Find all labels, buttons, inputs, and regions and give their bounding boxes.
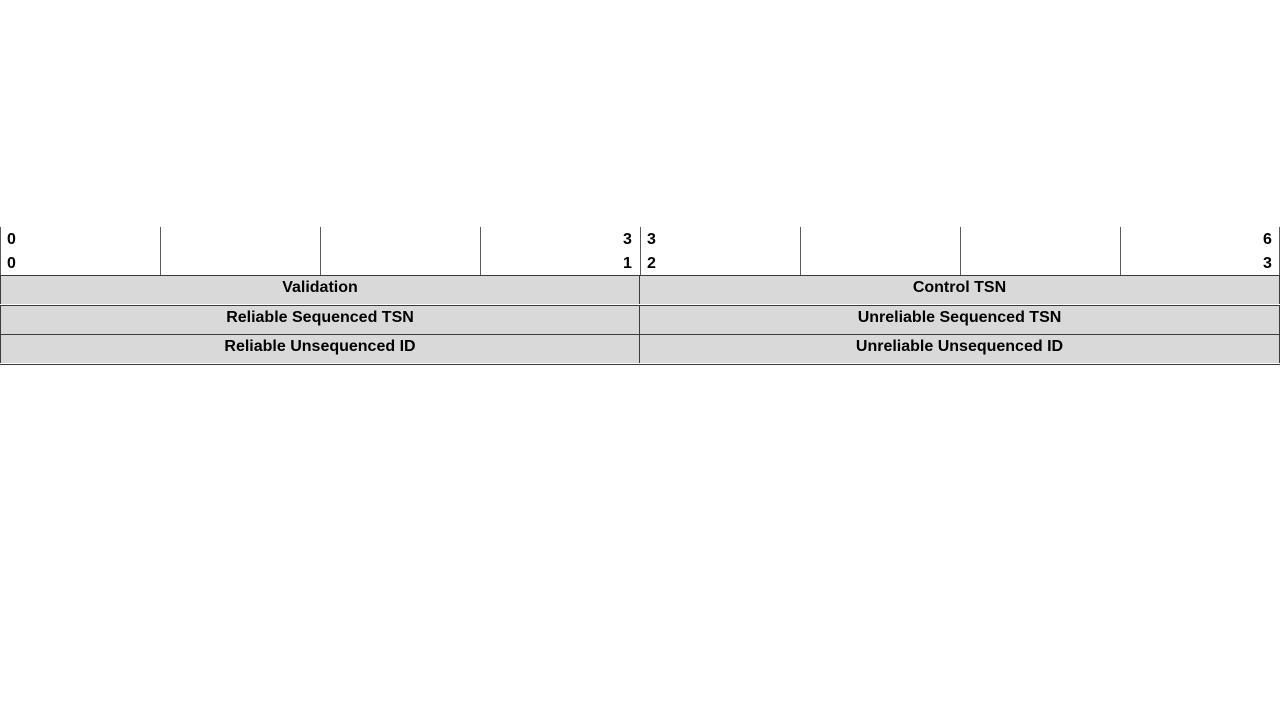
bit-number-63-tens: 6: [1263, 231, 1272, 248]
field-row-2: Reliable Sequenced TSN Unreliable Sequen…: [0, 305, 1280, 334]
ruler-tick: [320, 227, 321, 275]
field-row-1: Validation Control TSN: [0, 275, 1280, 304]
ruler-tick: [480, 227, 481, 275]
bit-number-32-tens: 3: [647, 231, 656, 248]
control-tsn-field: Control TSN: [640, 275, 1280, 304]
diagram-bottom-border: [0, 364, 1280, 365]
bit-number-start-tens: 0: [7, 231, 16, 248]
bit-number-63-ones: 3: [1263, 255, 1272, 272]
validation-field: Validation: [0, 275, 640, 304]
bit-number-31-ones: 1: [623, 255, 632, 272]
unreliable-sequenced-tsn-field: Unreliable Sequenced TSN: [640, 305, 1280, 334]
ruler-tick: [0, 227, 1, 275]
ruler-tick: [640, 227, 641, 275]
reliable-unsequenced-id-field: Reliable Unsequenced ID: [0, 334, 640, 363]
packet-header-diagram: 0 0 3 1 3 2 6 3 Validation Control TSN R…: [0, 227, 1280, 365]
field-row-3: Reliable Unsequenced ID Unreliable Unseq…: [0, 334, 1280, 363]
ruler-tick: [160, 227, 161, 275]
bit-number-32-ones: 2: [647, 255, 656, 272]
ruler-tick: [800, 227, 801, 275]
reliable-sequenced-tsn-field: Reliable Sequenced TSN: [0, 305, 640, 334]
bit-number-31-tens: 3: [623, 231, 632, 248]
bit-number-start-ones: 0: [7, 255, 16, 272]
ruler-tick: [960, 227, 961, 275]
bit-ruler: 0 0 3 1 3 2 6 3: [0, 227, 1280, 275]
unreliable-unsequenced-id-field: Unreliable Unsequenced ID: [640, 334, 1280, 363]
ruler-tick: [1120, 227, 1121, 275]
